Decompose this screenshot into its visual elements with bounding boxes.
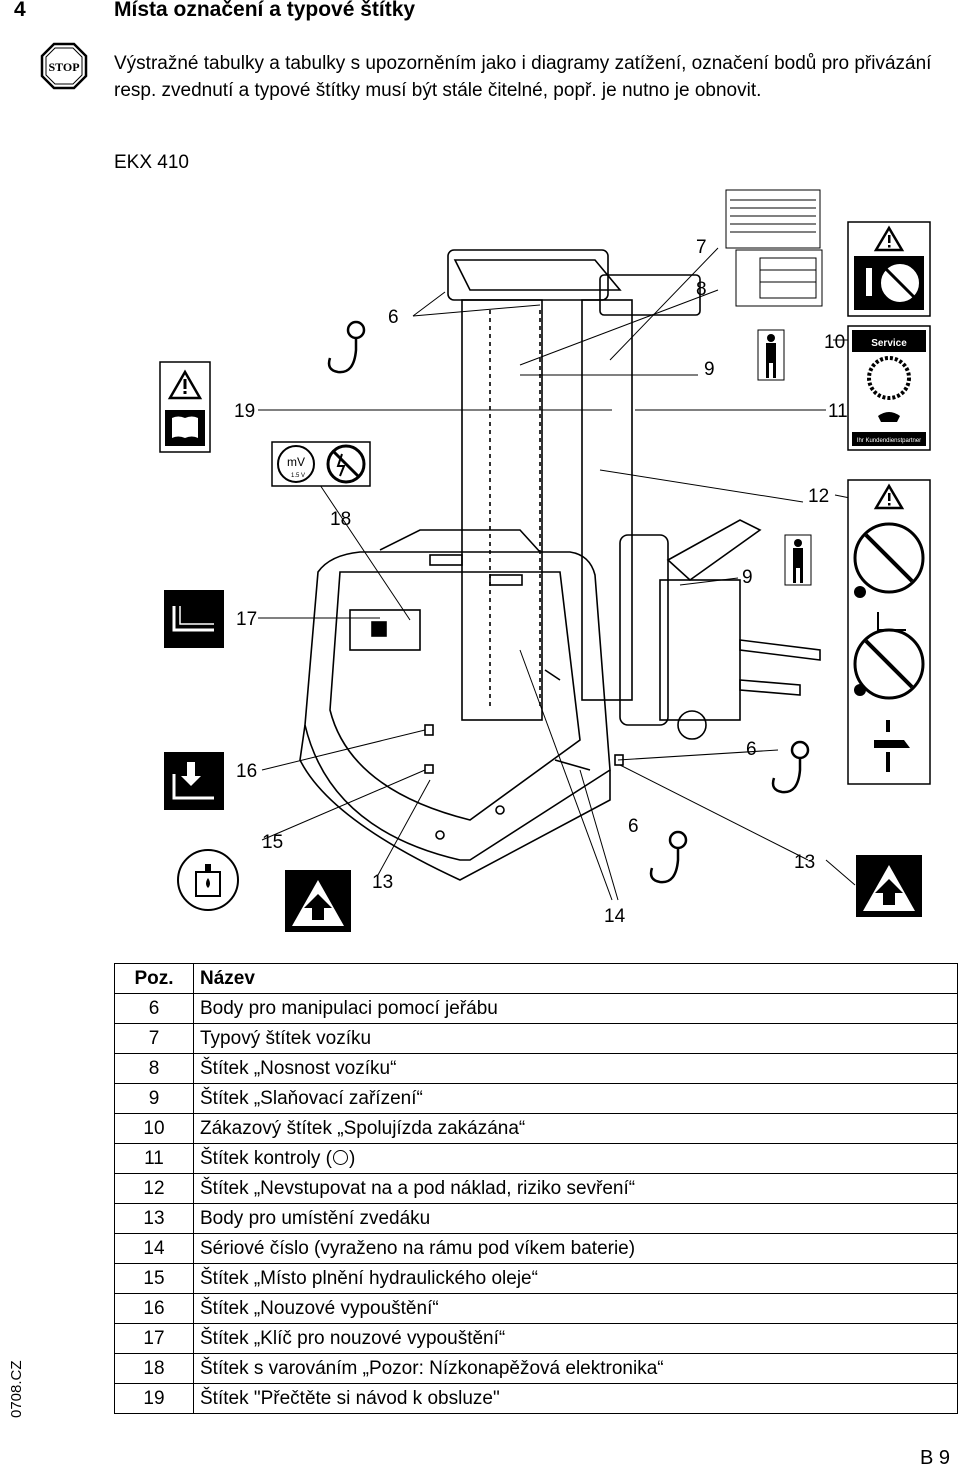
legend-header-pos: Poz. [114,963,194,994]
row-pos: 16 [114,1293,194,1324]
callout-14: 14 [604,906,626,927]
document-code: 0708.CZ [8,1360,25,1418]
row-pos: 8 [114,1053,194,1084]
row-name: Štítek s varováním „Pozor: Nízkonapěžová… [193,1353,958,1384]
kundendienst-text: Ihr Kundendienstpartner [857,438,921,444]
row-name: Štítek kontroly () [193,1143,958,1174]
jack-point-label-left [285,870,351,932]
truck-drawing [299,249,821,881]
row-pos: 19 [114,1383,194,1414]
service-label-text: Service [871,338,907,349]
service-inspection-label: Service Ihr Kundendienstpartner [847,325,931,451]
crane-hook-icon [327,320,810,884]
model-label: EKX 410 [114,152,189,173]
callout-18: 18 [330,509,351,530]
capacity-label [735,249,823,307]
row-pos: 10 [114,1113,194,1144]
jack-point-label-right [856,855,922,917]
stop-icon-text: STOP [48,60,79,74]
page-number: B 9 [920,1447,951,1469]
low-voltage-warning-label: mV 1.5 V [271,441,371,487]
row-pos: 13 [114,1203,194,1234]
row-name: Štítek „Slaňovací zařízení“ [193,1083,958,1114]
callout-7: 7 [696,237,707,258]
row-name: Body pro manipulaci pomocí jeřábu [193,993,958,1024]
callout-16: 16 [236,761,257,782]
truck-label-diagram: 6 7 8 9 10 19 11 18 12 9 17 16 6 6 15 13… [159,189,931,932]
row-pos: 17 [114,1323,194,1354]
callout-13-right: 13 [794,852,815,873]
row-pos: 18 [114,1353,194,1384]
read-manual-label [159,361,211,453]
row-pos: 9 [114,1083,194,1114]
row-pos: 7 [114,1023,194,1054]
row-pos: 12 [114,1173,194,1204]
emergency-key-label [164,590,224,648]
stop-icon: STOP [40,42,88,90]
row-pos: 11 [114,1143,194,1174]
callout-9-bottom: 9 [742,567,753,588]
no-passenger-label [847,221,931,317]
row-name: Štítek „Místo plnění hydraulického oleje… [193,1263,958,1294]
section-number: 4 [14,0,26,21]
row-name: Štítek „Nouzové vypouštění“ [193,1293,958,1324]
callout-8: 8 [696,279,707,300]
harness-label-top [757,329,785,381]
row-pos: 6 [114,993,194,1024]
callout-19: 19 [234,401,255,422]
callout-9-top: 9 [704,359,715,380]
callout-6-right: 6 [746,739,757,760]
legend-header-row: Poz. Název [114,963,958,994]
row-name-before: Štítek kontroly ( [200,1147,332,1169]
callout-17: 17 [236,609,257,630]
harness-label-bottom [784,534,812,586]
warning-paragraph: Výstražné tabulky a tabulky s upozornění… [114,53,932,101]
circle-icon [333,1149,348,1165]
row-name: Typový štítek vozíku [193,1023,958,1054]
callout-11: 11 [828,401,848,422]
hydraulic-oil-label [177,849,239,911]
row-name: Zákazový štítek „Spolujízda zakázána“ [193,1113,958,1144]
row-name: Body pro umístění zvedáku [193,1203,958,1234]
row-pos: 15 [114,1263,194,1294]
row-name: Sériové číslo (vyraženo na rámu pod víke… [193,1233,958,1264]
leader-lines [258,247,856,901]
callout-10: 10 [824,332,845,353]
section-title: Místa označení a typové štítky [114,0,416,21]
callout-12: 12 [808,486,829,507]
callout-13-left: 13 [372,872,393,893]
callout-15: 15 [262,832,283,853]
volt-text: 1.5 V [291,473,305,479]
emergency-lowering-label [164,752,224,810]
no-step-load-label [847,479,931,785]
row-name: Štítek „Klíč pro nouzové vypouštění“ [193,1323,958,1354]
row-name: Štítek „Nevstupovat na a pod náklad, riz… [193,1173,958,1204]
row-name: Štítek "Přečtěte si návod k obsluze" [193,1383,958,1414]
callout-6-top: 6 [388,307,399,328]
callout-6-bottom: 6 [628,816,639,837]
mv-text: mV [287,455,305,469]
row-name: Štítek „Nosnost vozíku“ [193,1053,958,1084]
type-plate-label [725,189,821,249]
row-name-after: ) [349,1147,356,1169]
legend-header-name: Název [193,963,958,994]
row-pos: 14 [114,1233,194,1264]
